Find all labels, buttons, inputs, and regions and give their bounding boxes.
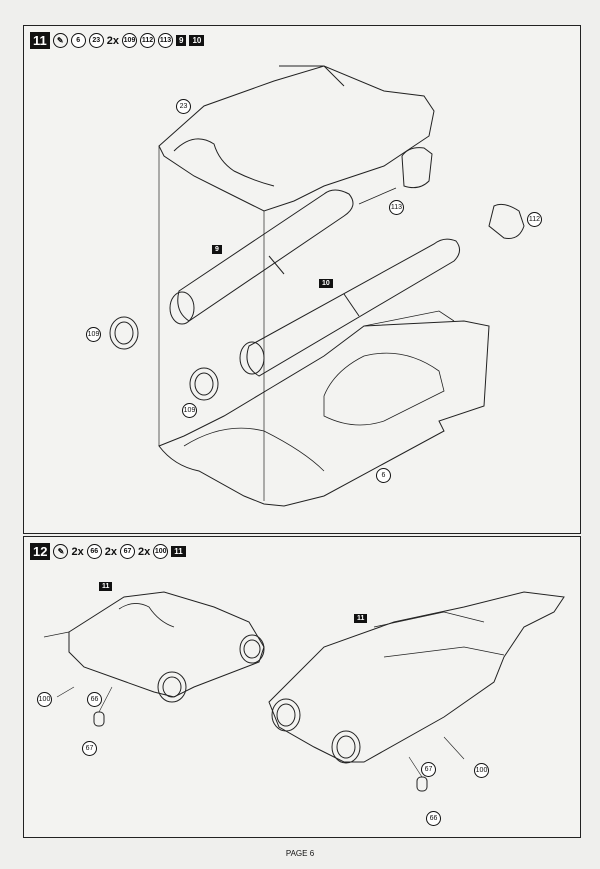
step-11-drawing (109, 65, 525, 507)
callout-part-113: 113 (389, 200, 404, 215)
multiplier: 2x (137, 545, 151, 558)
part-ref: 67 (119, 544, 135, 559)
callout-part-66: 66 (87, 692, 102, 707)
multiplier: 2x (104, 545, 117, 558)
subassembly-label-11: 11 (354, 614, 368, 623)
subassembly-label-9: 9 (212, 245, 222, 254)
callout-part-109: 109 (86, 327, 101, 342)
step-12-header: 12 ✎ 2x 66 2x 67 2x 100 11 (30, 543, 186, 560)
subassembly-ref: 9 (176, 35, 187, 46)
part-ref: 113 (158, 33, 173, 48)
multiplier: 2x (106, 34, 119, 47)
subassembly-ref: 10 (189, 35, 205, 46)
callout-part-100: 100 (474, 763, 489, 778)
callout-part-67: 67 (421, 762, 436, 777)
part-ref: 66 (86, 544, 102, 559)
step-12-panel: 12 ✎ 2x 66 2x 67 2x 100 11 100 66 67 (23, 536, 581, 838)
callout-part-112: 112 (527, 212, 542, 227)
callout-part-109: 109 (182, 403, 197, 418)
part-ref: 23 (88, 33, 104, 48)
multiplier: 2x (71, 545, 84, 558)
subassembly-label-11: 11 (99, 582, 113, 591)
glue-icon: ✎ (53, 544, 69, 559)
subassembly-label-10: 10 (319, 279, 333, 288)
step-12-drawing (43, 591, 565, 792)
callout-part-100: 100 (37, 692, 52, 707)
callout-part-23: 23 (176, 99, 191, 114)
part-ref: 6 (70, 33, 86, 48)
step-number: 12 (30, 543, 51, 560)
glue-icon: ✎ (52, 33, 68, 48)
step-number: 11 (30, 32, 50, 49)
part-ref: 109 (122, 33, 137, 48)
step-11-header: 11 ✎ 6 23 2x 109 112 113 9 10 (30, 32, 205, 49)
callout-part-6: 6 (376, 468, 391, 483)
callout-part-67: 67 (82, 741, 97, 756)
step-11-panel: 11 ✎ 6 23 2x 109 112 113 9 10 (23, 25, 581, 534)
callout-part-66: 66 (426, 811, 441, 826)
part-ref: 100 (153, 544, 169, 559)
part-ref: 112 (140, 33, 155, 48)
subassembly-ref: 11 (171, 546, 186, 557)
page-number: PAGE 6 (285, 849, 315, 858)
